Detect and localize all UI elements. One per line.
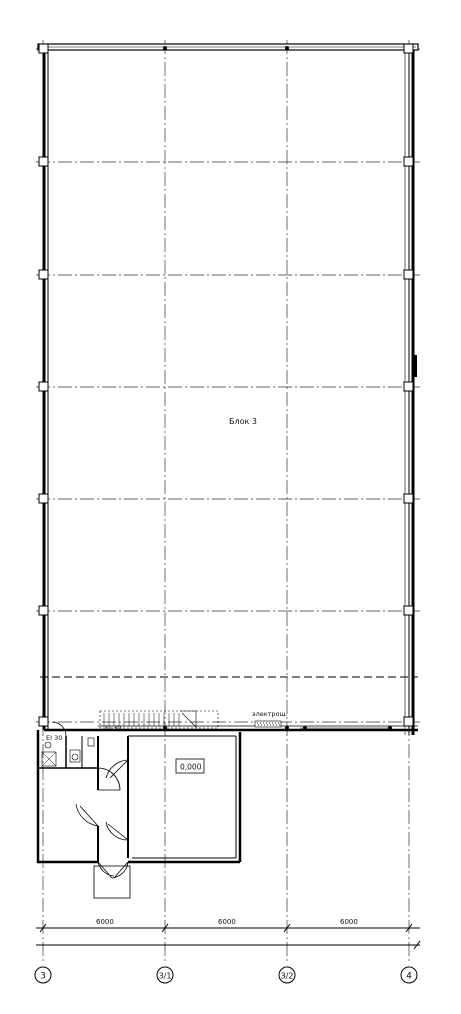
column bbox=[403, 493, 414, 504]
panel-hatch-line bbox=[256, 721, 260, 727]
column bbox=[403, 269, 414, 280]
dimension-chain: 6000 6000 6000 bbox=[36, 918, 421, 950]
panel-hatch-line bbox=[271, 721, 275, 727]
fire-rating-label: EI 30 bbox=[105, 724, 121, 732]
staircase bbox=[99, 710, 219, 729]
entry-vestibule bbox=[93, 865, 131, 899]
stair-steps bbox=[103, 713, 180, 726]
door-swing bbox=[51, 721, 67, 737]
column bbox=[38, 156, 49, 167]
level-mark: 0,000 bbox=[180, 763, 202, 772]
column bbox=[38, 269, 49, 280]
axis-marker-label: 3 bbox=[40, 972, 46, 982]
column bbox=[38, 493, 49, 504]
hall-walls bbox=[37, 43, 419, 735]
panel-hatch-line bbox=[259, 721, 263, 727]
axis-marker-3: 3 bbox=[34, 966, 52, 984]
panel-hatch-line bbox=[268, 721, 272, 727]
column bbox=[38, 605, 49, 616]
dimension-tick bbox=[283, 923, 291, 933]
axis-marker-4: 4 bbox=[400, 966, 418, 984]
door-swing bbox=[111, 861, 129, 879]
axis-marker-circle bbox=[400, 966, 418, 984]
electrical-panel-box bbox=[254, 720, 282, 728]
shower-cross bbox=[41, 751, 57, 767]
stair-landing bbox=[180, 710, 197, 728]
block-title: Блок 3 bbox=[229, 417, 257, 426]
door-swing bbox=[105, 759, 129, 779]
column bbox=[38, 381, 49, 392]
toilet-bowl bbox=[71, 753, 79, 761]
sink-fixture bbox=[44, 741, 52, 749]
column bbox=[403, 716, 414, 727]
small-shaft bbox=[87, 737, 95, 747]
column-dot bbox=[285, 46, 289, 50]
axis-marker-3-2: 3/2 bbox=[278, 966, 296, 984]
level-box bbox=[175, 758, 205, 774]
axis-marker-circle bbox=[156, 966, 174, 984]
electrical-panel: электрощ. bbox=[252, 710, 288, 728]
door-swing bbox=[97, 767, 121, 791]
axis-marker-label: 3/1 bbox=[159, 972, 172, 981]
columns bbox=[38, 43, 414, 730]
column-dot bbox=[303, 726, 307, 730]
electrical-panel-label: электрощ. bbox=[252, 710, 288, 718]
column bbox=[38, 716, 49, 727]
shower-fixture bbox=[41, 751, 57, 767]
grid-axes bbox=[36, 40, 420, 962]
axis-marker-circle bbox=[278, 966, 296, 984]
panel-hatch-line bbox=[277, 721, 281, 727]
dimension-tick bbox=[161, 923, 169, 933]
column-dot bbox=[163, 46, 167, 50]
dimension-tick bbox=[39, 923, 47, 933]
dimension-value: 6000 bbox=[96, 918, 114, 926]
annex-outer-wall bbox=[36, 730, 98, 864]
fire-rating-label: EI 30 bbox=[46, 734, 62, 742]
axis-marker-label: 4 bbox=[406, 972, 412, 982]
column bbox=[38, 43, 49, 54]
dimension-tick bbox=[405, 923, 413, 933]
axis-marker-label: 3/2 bbox=[281, 972, 294, 981]
door-swing bbox=[105, 821, 129, 841]
door-swing bbox=[97, 861, 115, 879]
axis-marker-circle bbox=[34, 966, 52, 984]
column bbox=[403, 381, 414, 392]
axis-marker-3-1: 3/1 bbox=[156, 966, 174, 984]
toilet-fixture bbox=[69, 749, 81, 763]
column-dot bbox=[285, 726, 289, 730]
dimension-tick bbox=[413, 940, 421, 950]
panel-hatch-line bbox=[274, 721, 278, 727]
panel-hatch-line bbox=[265, 721, 269, 727]
column-dot bbox=[388, 726, 392, 730]
annex: 0,000 EI 30 EI 30 bbox=[36, 721, 242, 899]
stair-rail bbox=[181, 712, 197, 728]
column bbox=[403, 43, 414, 54]
stair-outline bbox=[99, 710, 219, 729]
right-wall-mark bbox=[414, 355, 417, 377]
panel-hatch-line bbox=[262, 721, 266, 727]
dimension-value: 6000 bbox=[218, 918, 236, 926]
column bbox=[403, 605, 414, 616]
column bbox=[403, 156, 414, 167]
axis-markers: 3 3/1 3/2 4 bbox=[34, 966, 418, 984]
dimension-value: 6000 bbox=[340, 918, 358, 926]
door-swing bbox=[75, 803, 99, 827]
